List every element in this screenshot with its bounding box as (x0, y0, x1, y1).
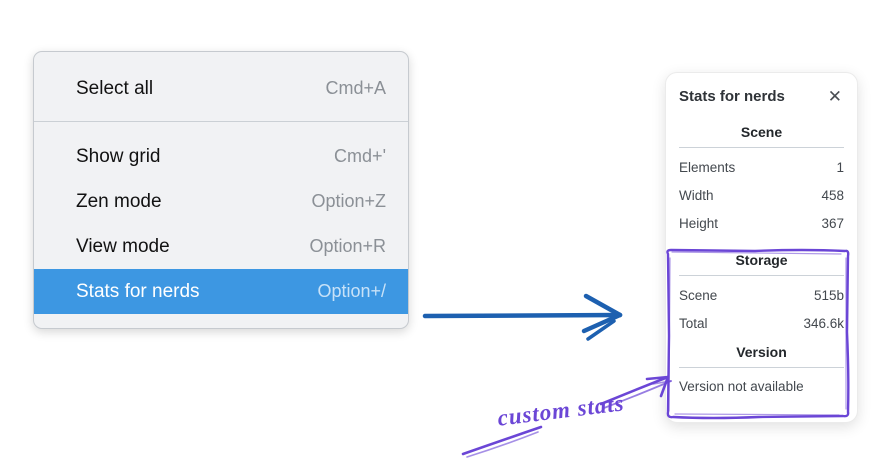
stats-panel: Stats for nerds ✕ Scene Elements 1 Width… (665, 72, 858, 423)
section-rule (679, 147, 844, 148)
stat-label: Height (679, 216, 719, 231)
close-icon[interactable]: ✕ (827, 87, 842, 106)
menu-item-label: Select all (76, 77, 154, 99)
section-rule (679, 275, 844, 276)
menu-divider (34, 121, 408, 122)
version-note: Version not available (679, 379, 804, 394)
annotation-label: custom stats (496, 390, 626, 431)
stat-row-scene-storage: Scene 515b (679, 282, 844, 310)
stat-label: Total (679, 316, 708, 331)
context-menu: Select all Cmd+A Show grid Cmd+' Zen mod… (33, 51, 409, 329)
stats-panel-title: Stats for nerds (679, 88, 785, 105)
menu-item-stats-for-nerds[interactable]: Stats for nerds Option+/ (34, 269, 408, 314)
menu-item-shortcut: Option+/ (317, 281, 386, 301)
stat-label: Elements (679, 160, 736, 175)
section-heading: Version (736, 344, 787, 360)
menu-item-select-all[interactable]: Select all Cmd+A (34, 66, 408, 111)
menu-item-label: Zen mode (76, 190, 162, 212)
menu-item-view-mode[interactable]: View mode Option+R (34, 224, 408, 269)
section-heading: Scene (740, 124, 783, 140)
stat-value: 346.6k (803, 316, 844, 331)
section-rule (679, 367, 844, 368)
menu-item-shortcut: Option+R (309, 236, 386, 256)
stats-section-storage: Storage Scene 515b Total 346.6k (679, 252, 844, 338)
stat-row-total-storage: Total 346.6k (679, 310, 844, 338)
stat-label: Width (679, 188, 714, 203)
menu-item-shortcut: Option+Z (311, 191, 386, 211)
stat-label: Scene (679, 288, 718, 303)
menu-item-label: Show grid (76, 145, 161, 167)
menu-item-label: Stats for nerds (76, 280, 200, 302)
stats-section-scene: Scene Elements 1 Width 458 Height 367 (679, 124, 844, 238)
stat-row-width: Width 458 (679, 182, 844, 210)
stat-value: 1 (836, 160, 844, 175)
menu-item-show-grid[interactable]: Show grid Cmd+' (34, 134, 408, 179)
menu-item-shortcut: Cmd+' (334, 146, 386, 166)
menu-item-shortcut: Cmd+A (325, 78, 386, 98)
stat-value: 458 (821, 188, 844, 203)
stat-value: 515b (813, 288, 844, 303)
stats-section-version: Version Version not available (679, 344, 844, 400)
stat-value: 367 (821, 216, 844, 231)
pointer-arrow (422, 293, 623, 341)
stats-panel-header: Stats for nerds ✕ (679, 87, 844, 106)
stat-row-height: Height 367 (679, 210, 844, 238)
stat-row-elements: Elements 1 (679, 154, 844, 182)
menu-item-label: View mode (76, 235, 170, 257)
section-heading: Storage (735, 252, 788, 268)
menu-item-zen-mode[interactable]: Zen mode Option+Z (34, 179, 408, 224)
